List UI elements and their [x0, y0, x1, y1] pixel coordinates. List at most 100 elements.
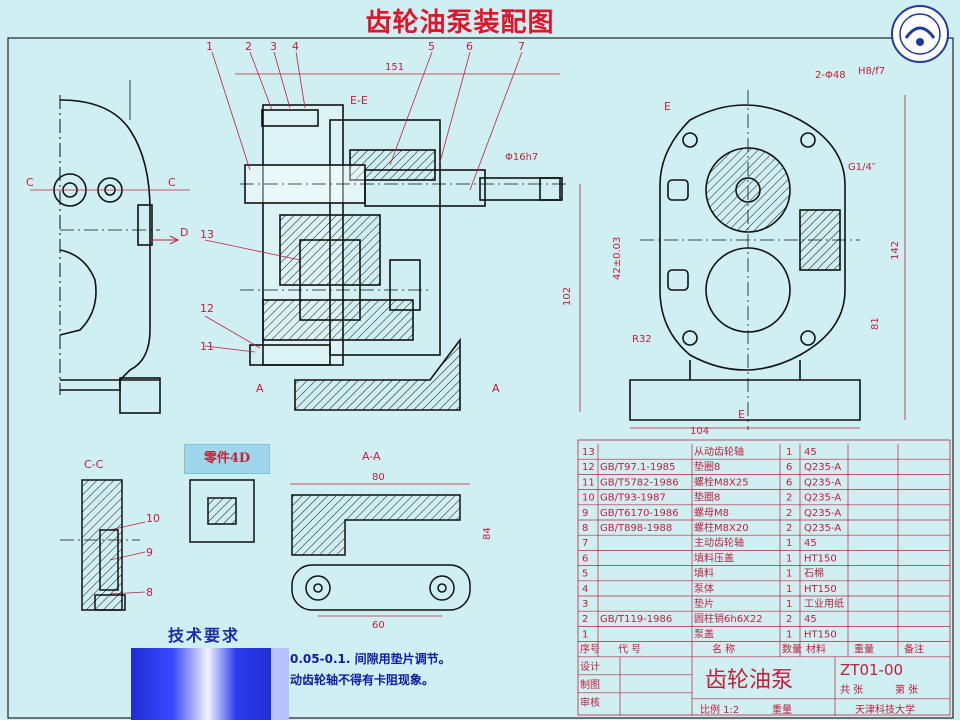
callout-8: 8	[146, 586, 153, 599]
table-cell-no: 10	[582, 493, 595, 504]
table-cell-qty: 1	[786, 538, 792, 549]
table-cell-material: Q235-A	[804, 493, 841, 504]
table-cell-name: 填料	[694, 567, 714, 580]
table-header-weight: 重量	[854, 643, 874, 656]
title-block-drawn: 制图	[580, 678, 600, 691]
table-header-qty: 数量	[782, 643, 802, 656]
table-cell-name: 垫圈8	[694, 491, 720, 504]
title-block-sheet: 第 张	[895, 683, 918, 696]
table-header-name: 名 称	[712, 643, 735, 656]
table-header-code: 代 号	[618, 644, 641, 656]
table-cell-material: Q235-A	[804, 508, 841, 519]
table-header-note: 备注	[904, 643, 924, 656]
table-cell-name: 泵体	[694, 583, 714, 595]
section-label-a-right: A	[492, 382, 500, 395]
dim-h8f7: H8/f7	[858, 66, 885, 77]
table-cell-qty: 6	[786, 477, 792, 488]
title-block-weight: 重量	[772, 703, 792, 716]
table-cell-material: Q235-A	[804, 477, 841, 488]
table-cell-code: GB/T898-1988	[600, 523, 672, 534]
table-header-no: 序号	[580, 643, 600, 656]
callout-5: 5	[428, 40, 435, 53]
title-block-sheets: 共 张	[840, 684, 863, 696]
table-header-material: 材料	[806, 643, 826, 656]
left-view	[30, 80, 190, 414]
table-cell-no: 2	[582, 614, 588, 625]
callout-4: 4	[292, 40, 299, 53]
table-cell-name: 从动齿轮轴	[694, 445, 744, 458]
dim-142: 142	[890, 241, 901, 260]
table-cell-qty: 1	[786, 569, 792, 580]
table-cell-qty: 1	[786, 447, 792, 458]
table-cell-no: 1	[582, 629, 588, 640]
dim-104: 104	[690, 426, 709, 437]
dim-phi16h7: Φ16h7	[505, 152, 538, 163]
title-block-scale: 比例 1:2	[700, 703, 739, 716]
table-cell-name: 垫圈8	[694, 460, 720, 473]
callout-10: 10	[146, 512, 160, 525]
front-view	[629, 90, 861, 430]
table-cell-code: GB/T6170-1986	[600, 508, 679, 519]
callout-12: 12	[200, 302, 214, 315]
table-cell-material: Q235-A	[804, 462, 841, 473]
table-cell-qty: 2	[786, 523, 792, 534]
section-title-aa: A-A	[362, 450, 381, 463]
callout-leaders	[109, 51, 523, 595]
table-cell-name: 螺柱M8X20	[694, 521, 749, 534]
dim-60: 60	[372, 620, 385, 631]
table-cell-no: 13	[582, 447, 595, 458]
section-title-ee: E-E	[350, 94, 368, 107]
table-cell-qty: 1	[786, 599, 792, 610]
table-cell-name: 螺栓M8X25	[694, 475, 749, 488]
section-cc-view	[60, 479, 140, 611]
table-cell-no: 4	[582, 584, 588, 595]
table-cell-material: 45	[804, 614, 817, 625]
title-block-school: 天津科技大学	[855, 703, 915, 716]
callout-3: 3	[270, 40, 277, 53]
dim-84: 84	[482, 527, 493, 540]
callout-13: 13	[200, 228, 214, 241]
dim-r32: R32	[632, 334, 652, 345]
dim-151: 151	[385, 62, 404, 73]
table-cell-material: HT150	[804, 629, 837, 640]
table-cell-no: 9	[582, 508, 588, 519]
page-title: 齿轮油泵装配图	[365, 8, 555, 38]
table-cell-no: 12	[582, 462, 595, 473]
callout-11: 11	[200, 340, 214, 353]
tech-requirements-title: 技术要求	[168, 626, 241, 645]
table-cell-code: GB/T5782-1986	[600, 477, 679, 488]
table-cell-name: 螺母M8	[694, 507, 729, 519]
table-cell-qty: 2	[786, 614, 792, 625]
table-cell-material: 工业用纸	[804, 597, 844, 610]
table-cell-name: 填料压盖	[694, 551, 734, 564]
section-aa-view	[291, 494, 471, 611]
table-cell-no: 6	[582, 553, 588, 564]
section-label-d: D	[180, 226, 188, 239]
table-cell-material: 石棉	[804, 567, 824, 580]
table-cell-name: 泵盖	[694, 627, 714, 640]
callout-2: 2	[245, 40, 252, 53]
table-cell-no: 8	[582, 523, 588, 534]
table-cell-name: 垫片	[694, 597, 714, 610]
title-block-check: 审核	[580, 696, 600, 709]
title-block-design: 设计	[580, 660, 600, 673]
dim-g14: G1/4″	[848, 162, 876, 173]
tech-requirement-line-2: 动齿轮轴不得有卡阻现象。	[290, 673, 435, 687]
table-cell-qty: 2	[786, 508, 792, 519]
callout-9: 9	[146, 546, 153, 559]
dim-81: 81	[870, 317, 881, 330]
section-label-c-left: C	[26, 176, 34, 189]
table-cell-material: 45	[804, 538, 817, 549]
section-label-a-left: A	[256, 382, 264, 395]
table-cell-qty: 1	[786, 584, 792, 595]
section-ee-view	[240, 104, 570, 411]
table-cell-code: GB/T119-1986	[600, 614, 672, 625]
dim-102: 102	[562, 287, 573, 306]
part-4d-view	[189, 479, 255, 543]
section-label-c-right: C	[168, 176, 176, 189]
table-cell-name: 圆柱销6h6X22	[694, 612, 763, 625]
tech-requirement-line-1: 0.05-0.1. 间隙用垫片调节。	[290, 652, 451, 666]
table-cell-code: GB/T97.1-1985	[600, 462, 675, 473]
arrow-d-icon	[150, 235, 180, 245]
